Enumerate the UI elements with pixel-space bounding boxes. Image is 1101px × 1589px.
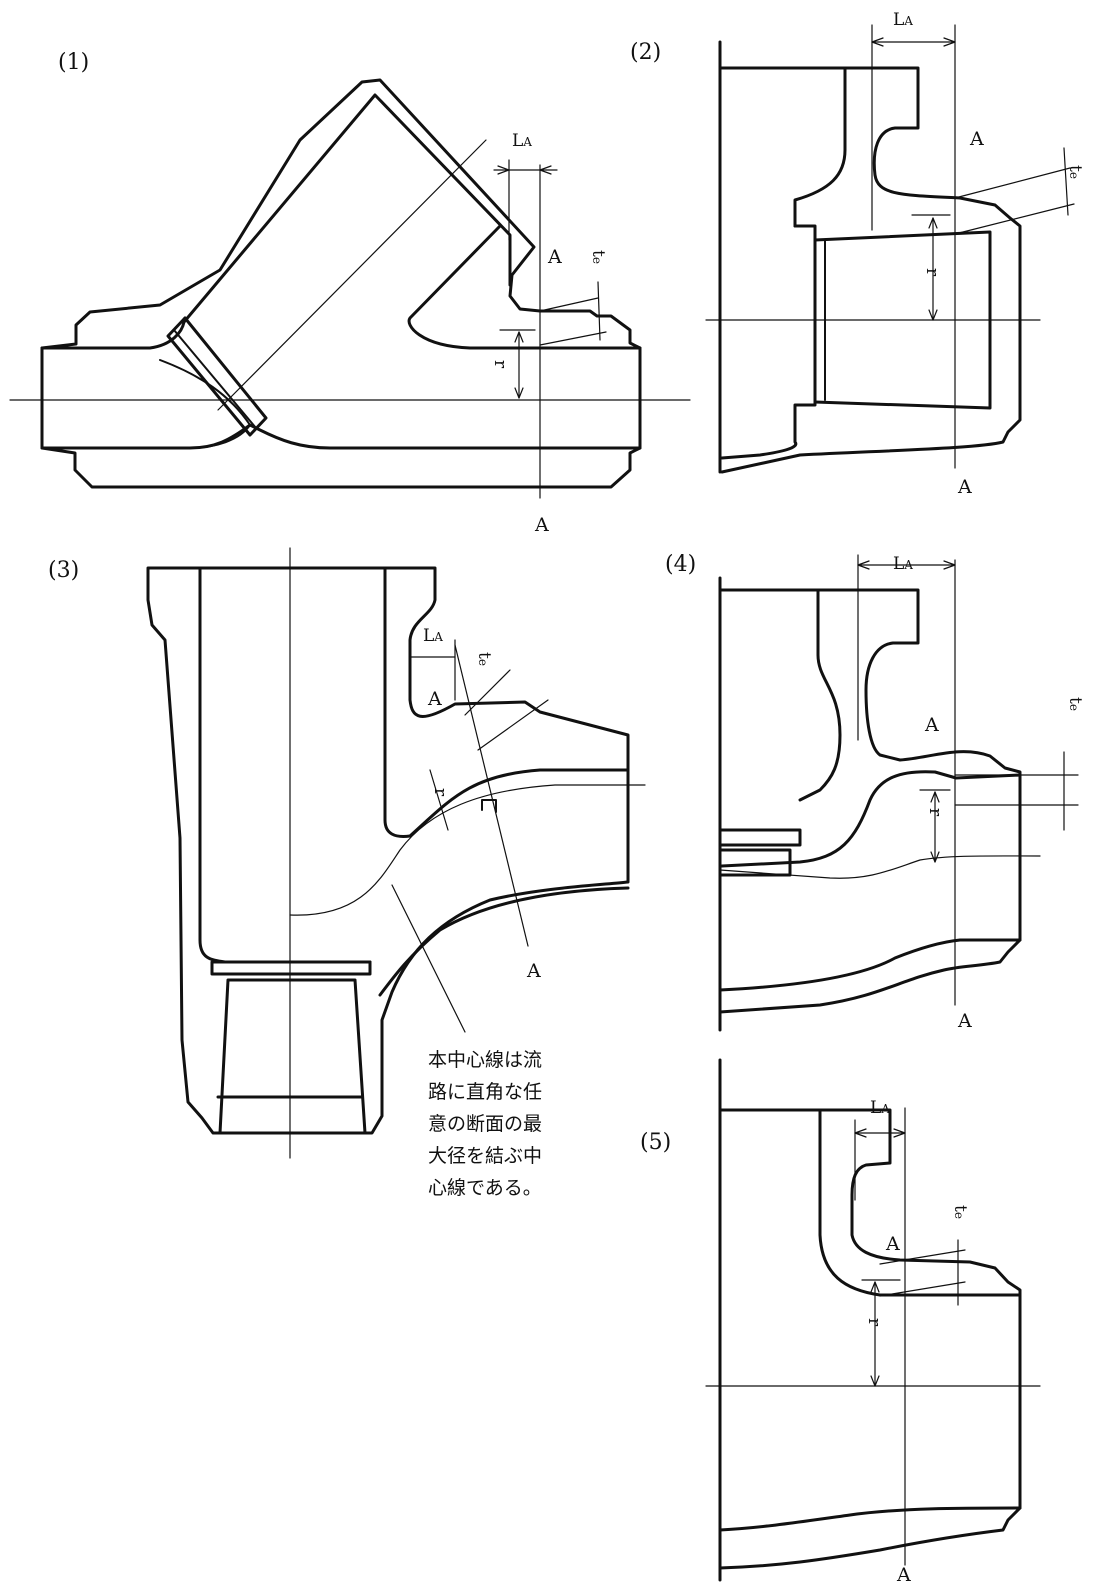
figure-3-label: (3) — [48, 558, 80, 583]
fig3-te-b — [477, 699, 549, 751]
centerline-note: 本中心線は流 路に直角な任 意の断面の最 大径を結ぶ中 心線である。 — [428, 1044, 578, 1204]
fig3-te-label: te — [474, 652, 494, 666]
fig5-r-label: r — [864, 1318, 884, 1327]
fig4-r-arrows — [930, 791, 940, 863]
fig2-r-arrows — [928, 217, 938, 321]
fig2-bore-plug — [720, 224, 817, 460]
fig3-right-angle — [481, 799, 497, 813]
fig1-te-dim-b — [539, 331, 607, 346]
figure-2-label: (2) — [630, 40, 662, 65]
fig4-r-label: r — [925, 808, 945, 817]
fig2-la-arrows — [871, 37, 956, 47]
fig4-flange — [718, 588, 1022, 1014]
fig1-te-label: te — [588, 250, 608, 264]
fig5-la-arrows — [854, 1128, 906, 1138]
fig3-top-inner — [198, 566, 372, 964]
note-line-5: 心線である。 — [428, 1177, 542, 1199]
figure-4-drawing — [718, 554, 1079, 1032]
fig3-r-label: r — [430, 788, 450, 797]
fig3-la-label: LA — [423, 626, 443, 646]
fig1-te-arrow-line — [597, 281, 601, 341]
fig3-te-a — [464, 669, 511, 716]
fig5-point-a-bottom: A — [897, 1564, 911, 1586]
fig4-seat — [718, 828, 802, 877]
fig1-point-a-bottom: A — [535, 514, 549, 536]
figure-4-label: (4) — [665, 552, 697, 577]
fig4-la-label: LA — [893, 554, 913, 574]
fig4-point-a-bottom: A — [958, 1010, 972, 1032]
note-line-1: 本中心線は流 — [428, 1049, 543, 1071]
fig3-lower-branch — [378, 886, 630, 997]
fig5-point-a-top: A — [886, 1233, 900, 1255]
figure-5-drawing — [705, 1058, 1041, 1582]
fig4-inner — [720, 770, 1022, 868]
fig1-body-outline — [40, 78, 642, 489]
fig1-centerline-diag — [217, 139, 487, 411]
fig3-outer — [146, 566, 630, 1135]
fig1-seat-curve — [159, 359, 251, 449]
fig2-point-a-top: A — [970, 128, 984, 150]
figure-1-label: (1) — [58, 50, 90, 75]
fig3-flow-centerline — [289, 784, 646, 916]
fig2-neck-left — [793, 66, 847, 228]
fig3-lower-bore — [216, 978, 367, 1135]
fig4-lower-inner — [718, 938, 1022, 992]
fig3-note-leader — [391, 884, 466, 1033]
fig3-section-line — [454, 644, 529, 947]
fig2-la-label: LA — [893, 10, 913, 30]
fig1-point-a-top: A — [548, 246, 562, 268]
fig4-flow-centerline — [719, 855, 1041, 879]
fig2-te-label: te — [1065, 165, 1085, 179]
fig2-te-a — [954, 167, 1071, 199]
fig5-te-b — [879, 1281, 966, 1297]
fig3-point-a-top: A — [428, 688, 442, 710]
fig2-flange — [718, 66, 1022, 474]
fig4-la-arrows — [857, 560, 956, 570]
note-line-3: 意の断面の最 — [428, 1113, 543, 1135]
fig1-r-arrows — [514, 331, 524, 399]
fig1-r-label: r — [490, 360, 510, 369]
fig1-seat-inner — [173, 329, 257, 429]
fig1-inner-port — [407, 224, 642, 350]
fig1-te-dim-a — [539, 297, 599, 312]
fig3-seat — [210, 960, 372, 976]
fig1-bonnet-box — [182, 93, 512, 324]
fig2-te-arrow — [1063, 147, 1069, 216]
fig1-bore-top — [40, 316, 187, 350]
figure-5-label: (5) — [640, 1130, 672, 1155]
fig1-la-arrows — [497, 165, 552, 175]
fig1-lower-passage — [40, 423, 642, 450]
figure-3-drawing — [146, 547, 646, 1159]
fig2-point-a-bottom: A — [958, 476, 972, 498]
fig4-point-a-top: A — [925, 714, 939, 736]
fig1-la-label: LA — [512, 131, 532, 151]
fig2-r-label: r — [922, 268, 942, 277]
fig4-neck — [798, 588, 842, 802]
fig3-r-dim — [429, 769, 449, 831]
note-line-4: 大径を結ぶ中 — [428, 1145, 543, 1167]
fig5-lower — [718, 1506, 1022, 1532]
fig5-te-label: te — [950, 1205, 970, 1219]
fig5-te-a — [879, 1249, 966, 1265]
fig5-flange — [718, 1108, 1022, 1570]
figure-2-drawing — [705, 24, 1075, 474]
note-line-2: 路に直角な任 — [428, 1081, 543, 1103]
fig5-r-arrows — [870, 1281, 880, 1387]
figure-1-drawing — [9, 78, 691, 499]
fig2-te-b — [954, 203, 1075, 235]
fig3-branch-inner — [383, 566, 630, 838]
fig5-la-label: LA — [870, 1098, 890, 1118]
fig4-te-label: te — [1065, 697, 1085, 711]
fig3-point-a-bottom: A — [527, 960, 541, 982]
